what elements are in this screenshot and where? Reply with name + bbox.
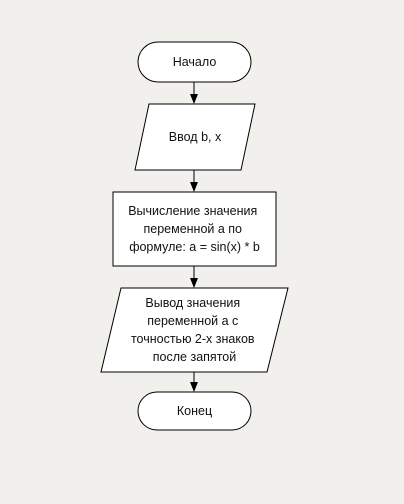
node-input: Ввод b, x [134,103,256,171]
compute-process-shape [112,191,277,267]
start-terminator-shape [137,41,252,83]
end-terminator-shape [137,391,252,431]
node-compute: Вычисление значения переменной a по форм… [112,191,277,267]
start-label: Начало [173,55,217,69]
output-label: Вывод значения переменной a с точностью … [131,296,258,364]
input-parallelogram-shape [134,103,256,171]
node-end: Конец [137,391,252,431]
output-parallelogram-shape [100,287,289,373]
end-label: Конец [177,404,212,418]
input-label: Ввод b, x [169,130,222,144]
node-start: Начало [137,41,252,83]
compute-label: Вычисление значения переменной a по форм… [128,204,261,254]
node-output: Вывод значения переменной a с точностью … [100,287,289,373]
